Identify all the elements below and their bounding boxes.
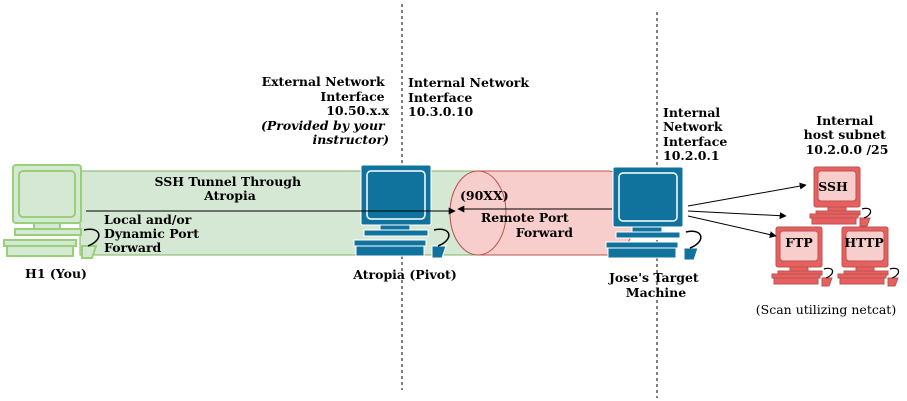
local-forward-label: Local and/or Dynamic Port Forward (104, 212, 203, 255)
external-interface-label: External Network Interface 10.50.x.x (262, 74, 390, 118)
subnet-label: Internal host subnet 10.2.0.0 /25 (804, 113, 891, 157)
ssh-tunnel-label: SSH Tunnel Through Atropia (154, 174, 305, 203)
target-computer-icon (605, 166, 702, 261)
remote-forward-tunnel (449, 170, 637, 256)
scan-arrow-ssh (687, 182, 807, 207)
scan-arrow-ftp (687, 215, 777, 239)
ssh-host-computer-icon (809, 166, 872, 227)
ssh-service-label: SSH (818, 179, 848, 194)
external-interface-note: (Provided by your instructor) (261, 118, 389, 147)
remote-forward-label: Remote Port Forward (481, 210, 573, 240)
h1-computer-icon (3, 164, 100, 259)
scan-arrow-http (687, 210, 787, 220)
port-label: (90XX) (460, 188, 509, 203)
pivot-label: Atropia (Pivot) (352, 267, 456, 282)
scan-note: (Scan utilizing netcat) (756, 302, 896, 317)
http-service-label: HTTP (844, 235, 884, 250)
ftp-host-computer-icon (771, 226, 834, 287)
ftp-service-label: FTP (785, 235, 813, 250)
pivot-computer-icon (353, 164, 450, 259)
pivot-internal-interface-label: Internal Network Interface 10.3.0.10 (408, 75, 533, 119)
target-label: Jose's Target Machine (608, 270, 703, 300)
target-internal-interface-label: Internal Network Interface 10.2.0.1 (663, 105, 732, 163)
h1-label: H1 (You) (25, 266, 87, 281)
http-host-computer-icon (837, 226, 900, 287)
